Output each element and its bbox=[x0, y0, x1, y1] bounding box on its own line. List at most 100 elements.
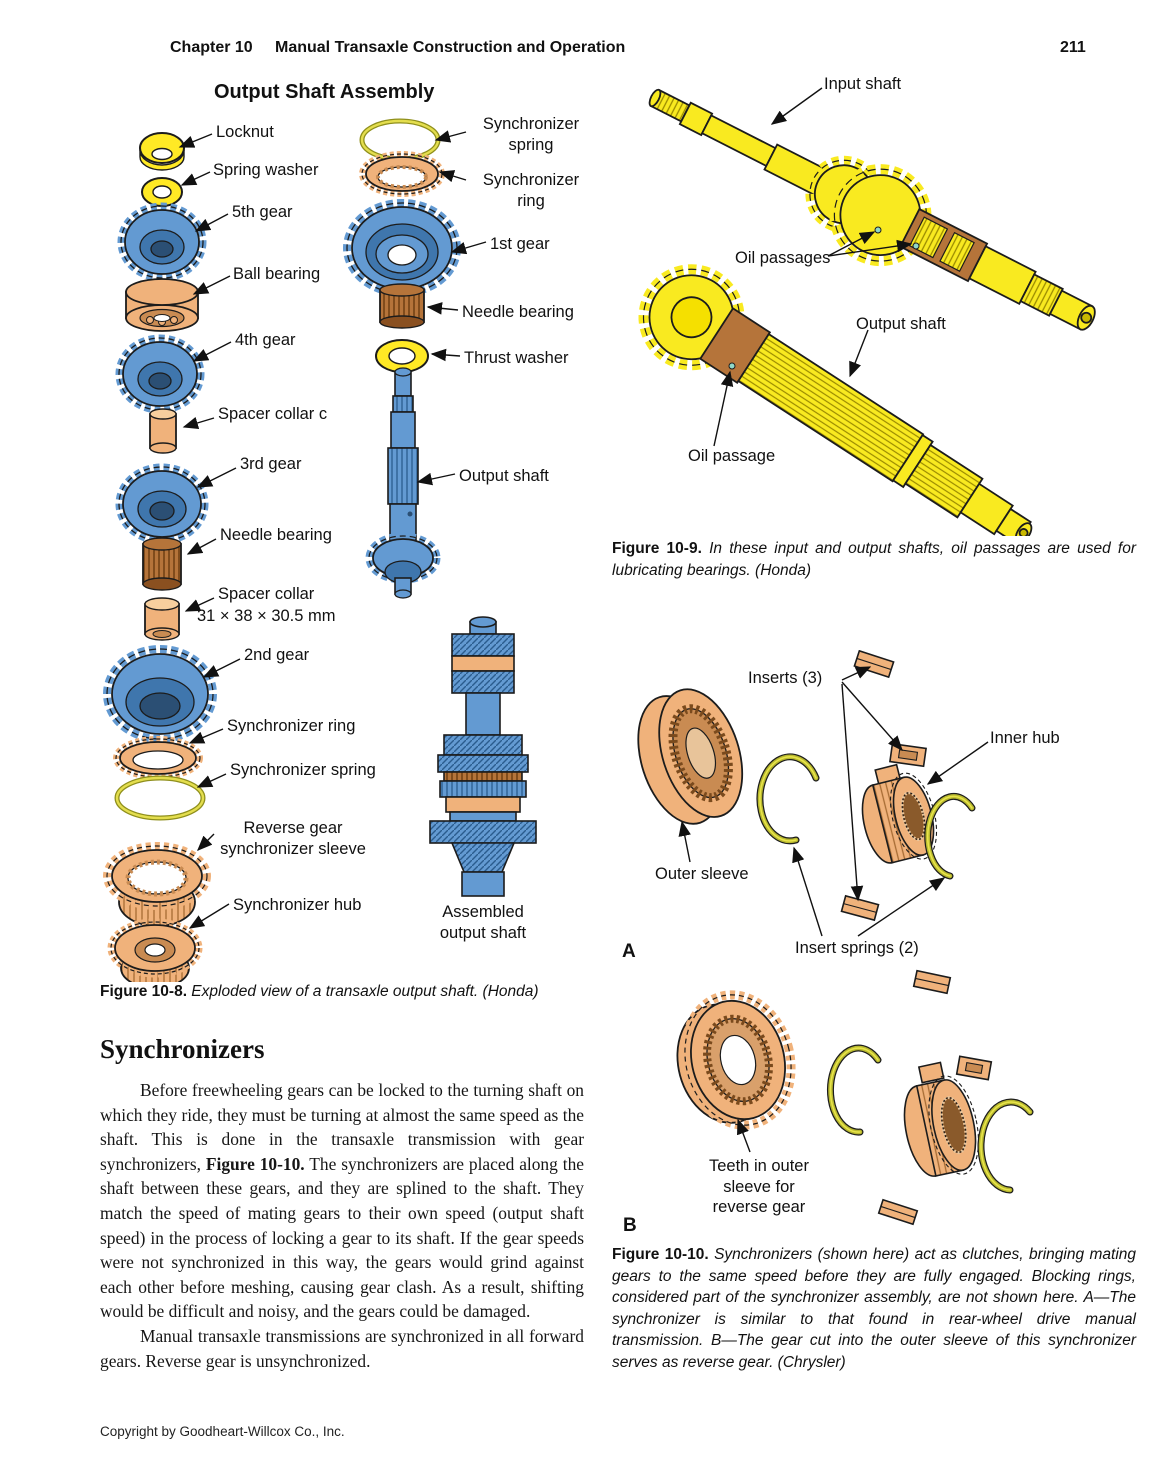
figure10b-leader-arrows bbox=[737, 1118, 751, 1153]
label-oil-passages: Oil passages bbox=[735, 249, 831, 267]
label-assembled-line2: output shaft bbox=[439, 923, 527, 942]
label-assembled-output-shaft: Assembled output shaft bbox=[423, 902, 543, 943]
label-sync-spring-right-line1: Synchronizer bbox=[482, 115, 580, 133]
section-paragraph-2: Manual transaxle transmissions are synch… bbox=[100, 1325, 584, 1371]
section-paragraph-1: Before freewheeling gears can be locked … bbox=[100, 1078, 584, 1324]
part-insert-spring-left-a bbox=[756, 753, 820, 845]
part-output-shaft bbox=[365, 367, 441, 599]
label-sync-ring-left: Synchronizer ring bbox=[227, 717, 356, 735]
header-title: Manual Transaxle Construction and Operat… bbox=[275, 39, 626, 56]
part-2nd-gear bbox=[103, 645, 217, 743]
figure9-caption-number: Figure 10-9. bbox=[612, 540, 702, 557]
part-locknut bbox=[139, 132, 185, 171]
label-inserts: Inserts (3) bbox=[748, 669, 823, 687]
figure10-letter-b: B bbox=[623, 1215, 637, 1236]
label-sync-spring-right-line2: spring bbox=[508, 135, 554, 154]
oil-passage-hole-1 bbox=[874, 226, 882, 234]
label-oil-passage: Oil passage bbox=[688, 447, 776, 465]
label-5th-gear: 5th gear bbox=[232, 203, 293, 221]
figure9-leader-arrows bbox=[713, 87, 913, 447]
para1-after: The synchronizers are placed along the s… bbox=[100, 1153, 584, 1322]
part-output-shaft-9 bbox=[638, 264, 1033, 536]
part-sync-ring-left bbox=[113, 736, 203, 780]
label-locknut: Locknut bbox=[216, 123, 274, 141]
label-reverse-sleeve-line1: Reverse gear bbox=[243, 819, 343, 837]
part-spacer-collar-2 bbox=[144, 597, 180, 641]
label-spring-washer: Spring washer bbox=[213, 161, 319, 179]
figure10-caption-text: Synchronizers (shown here) act as clutch… bbox=[612, 1246, 1136, 1371]
label-sync-spring-left: Synchronizer spring bbox=[230, 761, 376, 779]
figure9-caption-text: In these input and output shafts, oil pa… bbox=[612, 540, 1137, 579]
part-insert-spring-right-b bbox=[977, 1098, 1034, 1194]
label-teeth-line3: reverse gear bbox=[712, 1198, 806, 1216]
part-sync-spring-left bbox=[114, 775, 206, 821]
label-inner-hub: Inner hub bbox=[990, 729, 1060, 747]
label-teeth-line1: Teeth in outer bbox=[709, 1157, 809, 1175]
label-insert-springs: Insert springs (2) bbox=[795, 939, 919, 957]
label-needle-bearing-2: Needle bearing bbox=[462, 303, 574, 321]
figure9-art bbox=[638, 87, 1096, 536]
figure8-art bbox=[103, 118, 537, 982]
part-needle-bearing-1 bbox=[142, 537, 182, 591]
label-sync-ring-right-line1: Synchronizer bbox=[482, 171, 580, 189]
part-spring-washer bbox=[141, 177, 183, 207]
figure10a-illustration: Inserts (3) Inner hub Outer sleeve Inser… bbox=[610, 650, 1156, 975]
part-needle-bearing-2 bbox=[379, 283, 425, 329]
label-outer-sleeve: Outer sleeve bbox=[655, 865, 749, 883]
figure10a-leader-arrows bbox=[678, 666, 989, 937]
part-input-shaft bbox=[648, 88, 1096, 331]
figure10-caption: Figure 10-10. Synchronizers (shown here)… bbox=[612, 1244, 1136, 1373]
figure8-caption: Figure 10-8. Exploded view of a transaxl… bbox=[100, 981, 592, 1003]
label-reverse-sleeve-line2: synchronizer sleeve bbox=[220, 839, 366, 858]
figure10-caption-number: Figure 10-10. bbox=[612, 1246, 709, 1263]
part-hub-b bbox=[903, 1061, 980, 1177]
label-3rd-gear: 3rd gear bbox=[240, 455, 302, 473]
para1-before: Before freewheeling gears can be locked … bbox=[100, 1080, 584, 1174]
oil-passage-hole-2 bbox=[912, 242, 920, 250]
header-chapter: Chapter 10 bbox=[170, 39, 253, 56]
part-sync-hub bbox=[107, 918, 203, 982]
header-page-number: 211 bbox=[1060, 39, 1086, 56]
label-sync-ring-right: Synchronizer ring bbox=[471, 170, 591, 211]
part-3rd-gear bbox=[115, 463, 209, 545]
part-thrust-washer bbox=[375, 339, 429, 373]
label-sync-ring-right-line2: ring bbox=[517, 191, 545, 210]
label-sync-hub: Synchronizer hub bbox=[233, 896, 362, 914]
figure8-title: Output Shaft Assembly bbox=[214, 81, 435, 103]
figure9-caption: Figure 10-9. In these input and output s… bbox=[612, 538, 1136, 581]
label-4th-gear: 4th gear bbox=[235, 331, 296, 349]
part-insert-spring-left-b bbox=[826, 1044, 882, 1136]
part-assembled-output-shaft bbox=[429, 616, 537, 897]
oil-passage-hole-3 bbox=[728, 362, 736, 370]
para1-figure-ref: Figure 10-10. bbox=[205, 1153, 305, 1174]
figure9-illustration: Input shaft Oil passages Output shaft Oi… bbox=[610, 60, 1156, 536]
figure8-illustration: Locknut Spring washer 5th gear Ball bear… bbox=[100, 110, 590, 982]
part-4th-gear bbox=[115, 334, 205, 414]
part-1st-gear bbox=[343, 199, 461, 297]
section-body: Before freewheeling gears can be locked … bbox=[100, 1078, 584, 1373]
part-5th-gear bbox=[117, 202, 207, 282]
label-sync-spring-right: Synchronizer spring bbox=[471, 114, 591, 155]
figure10b-illustration: Teeth in outer sleeve for reverse gear B bbox=[610, 960, 1156, 1250]
figure8-leader-arrows bbox=[178, 130, 487, 929]
label-output-shaft-8: Output shaft bbox=[459, 467, 549, 485]
section-heading: Synchronizers bbox=[100, 1034, 265, 1064]
figure8-caption-number: Figure 10-8. bbox=[100, 983, 187, 1000]
figure10-letter-a: A bbox=[622, 941, 636, 962]
label-spacer-collar-line2: 31 × 38 × 30.5 mm bbox=[197, 607, 336, 625]
figure8-caption-text: Exploded view of a transaxle output shaf… bbox=[187, 983, 539, 1000]
part-spacer-collar-c bbox=[149, 408, 177, 454]
part-inserts-b bbox=[877, 969, 993, 1226]
part-insert-spring-right-a bbox=[924, 792, 976, 880]
part-sync-ring-right bbox=[359, 151, 445, 197]
label-teeth-outer-sleeve: Teeth in outer sleeve for reverse gear bbox=[696, 1156, 822, 1218]
part-outer-sleeve-b bbox=[676, 990, 796, 1130]
part-reverse-sleeve bbox=[103, 842, 211, 927]
label-needle-bearing-1: Needle bearing bbox=[220, 526, 332, 544]
label-spacer-collar-line1: Spacer collar bbox=[218, 585, 315, 603]
label-spacer-collar-c: Spacer collar c bbox=[218, 405, 328, 423]
label-teeth-line2: sleeve for bbox=[723, 1177, 795, 1196]
figure10a-art bbox=[637, 650, 989, 937]
part-inner-hub-a bbox=[861, 763, 938, 864]
